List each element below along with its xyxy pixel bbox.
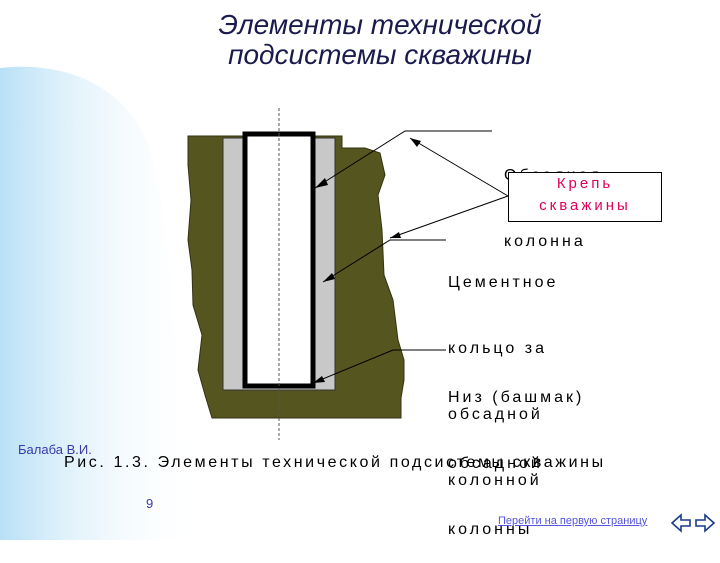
arrow-head	[313, 376, 325, 383]
label-cement-ring: Цементное кольцо за обсадной колонной	[448, 274, 559, 489]
title-line-2: подсистемы скважины	[228, 39, 532, 70]
arrow-head	[390, 232, 401, 238]
casing-leader	[314, 130, 492, 189]
arrow-head	[315, 178, 328, 188]
label-lining-box: Крепь скважины	[508, 172, 662, 222]
cement-leader	[389, 195, 509, 239]
arrow-left-icon[interactable]	[670, 512, 692, 534]
shoe-leader	[312, 349, 446, 384]
label-casing-shoe: Низ (башмак) обсадной колонны	[448, 389, 585, 538]
casing-arrow-line	[409, 137, 509, 197]
cement-ring-leader	[322, 239, 446, 283]
author-name: Балаба В.И.	[18, 442, 92, 457]
arrow-right-icon[interactable]	[694, 512, 716, 534]
figure-caption: Рис. 1.3. Элементы технической подсистем…	[64, 454, 606, 471]
background-arc	[0, 66, 200, 540]
well-diagram	[187, 108, 509, 440]
first-page-link[interactable]: Перейти на первую страницу	[498, 515, 648, 527]
page-number: 9	[146, 496, 154, 511]
slide-title: Элементы технической подсистемы скважины	[150, 10, 610, 70]
arrow-head	[410, 138, 421, 147]
title-line-1: Элементы технической	[218, 9, 542, 40]
arrow-head	[323, 273, 335, 282]
